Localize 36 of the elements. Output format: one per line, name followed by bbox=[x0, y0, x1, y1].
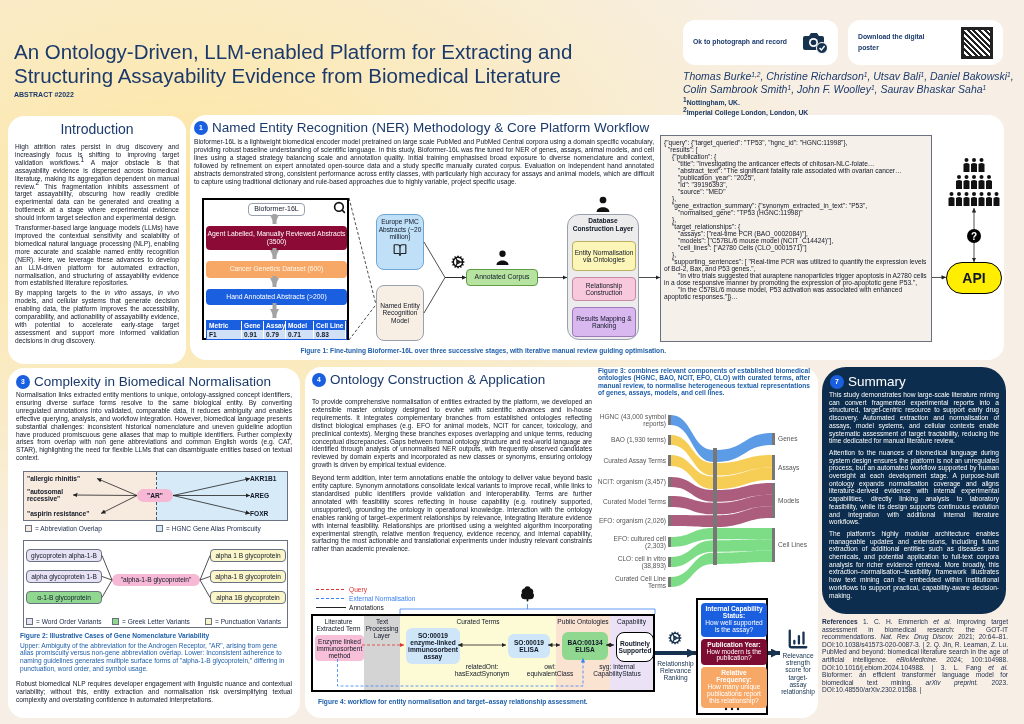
connector-line bbox=[199, 579, 211, 598]
inset-panel bbox=[202, 198, 349, 340]
arrow bbox=[270, 214, 279, 224]
criterion-box bbox=[701, 603, 767, 637]
connector-line bbox=[348, 197, 377, 305]
arrow bbox=[605, 642, 615, 648]
section-heading: Named Entity Recognition (NER) Methodology & Core Platform Workflow bbox=[212, 119, 650, 137]
arrow bbox=[457, 642, 507, 648]
criterion-box bbox=[701, 667, 767, 708]
section-heading: Summary bbox=[848, 373, 906, 391]
connector-line bbox=[348, 304, 377, 341]
connector-line bbox=[101, 555, 113, 581]
arrow bbox=[270, 303, 279, 318]
json-code-box bbox=[660, 135, 932, 342]
author-list: Thomas Burke$^{1,2}$, Christine Richardson$^{1}$, Utsav Bali$^{1}$, Daniel Bakowski$^{1}$, Colin Sambrook Smith$^{1}$, John F. Woolley$^{1}$, Saurav Bhaskar Saha$^{1}$ bbox=[683, 70, 1018, 96]
section-heading: Introduction bbox=[59, 120, 135, 139]
crowd-icon bbox=[946, 155, 1002, 208]
connector-line bbox=[199, 555, 211, 581]
criteria-panel bbox=[696, 598, 768, 715]
metrics-table bbox=[206, 320, 347, 340]
connector-line bbox=[101, 579, 113, 598]
connector-line bbox=[199, 576, 211, 581]
arrow bbox=[547, 642, 561, 648]
arrow bbox=[655, 648, 696, 658]
arrow bbox=[768, 648, 780, 658]
section-heading: Ontology Construction & Application bbox=[330, 371, 546, 389]
score-output bbox=[780, 628, 816, 694]
workflow-table bbox=[311, 614, 655, 692]
source-box bbox=[376, 214, 424, 270]
arrow bbox=[270, 248, 279, 259]
criterion-box bbox=[701, 639, 767, 665]
layer-panel bbox=[567, 214, 639, 340]
connector-line bbox=[101, 576, 113, 581]
poster-title: An Ontology-Driven, LLM-enabled Platform for Extracting and Structuring Assayability Evidence from Biomedical Literature bbox=[14, 40, 574, 88]
arrow bbox=[270, 276, 279, 287]
section-heading: Complexity in Biomedical Normalisation bbox=[34, 373, 272, 391]
